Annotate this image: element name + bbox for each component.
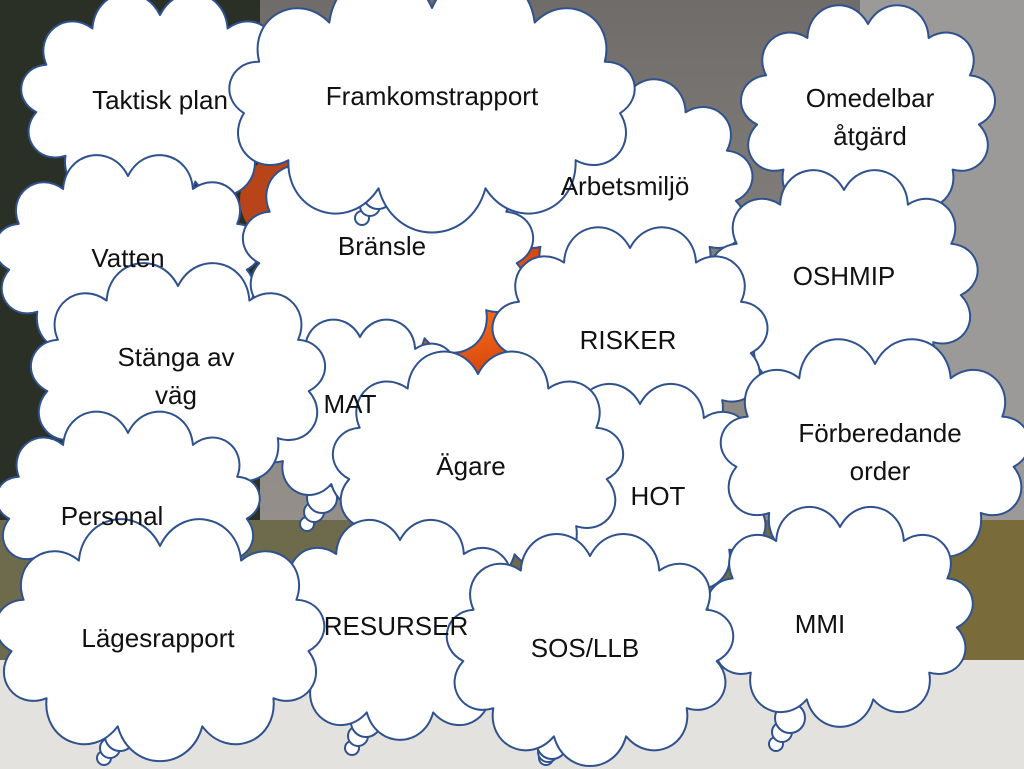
cloud-label-taktisk-plan: Taktisk plan	[92, 81, 228, 119]
cloud-label-line: Omedelbar	[805, 83, 935, 113]
cloud-label-personal: Personal	[61, 497, 164, 535]
cloud-label-mmi: MMI	[795, 605, 846, 643]
cloud-label-forberedande-order: Förberedande order	[798, 414, 961, 490]
cloud-label-stanga-av-vag: Stänga av väg	[117, 338, 234, 414]
cloud-label-omedelbar-atgard: Omedelbar åtgärd	[806, 79, 935, 155]
cloud-label-framkomstrapport: Framkomstrapport	[326, 77, 538, 115]
cloud-label-hot: HOT	[631, 477, 686, 515]
cloud-label-line: åtgärd	[833, 121, 907, 151]
cloud-label-sos-llb: SOS/LLB	[531, 629, 639, 667]
cloud-label-lagesrapport: Lägesrapport	[81, 619, 234, 657]
cloud-label-resurser: RESURSER	[324, 607, 468, 645]
cloud-label-line: Lägesrapport	[81, 623, 235, 653]
cloud-mmi	[706, 506, 974, 752]
cloud-shape	[228, 0, 636, 234]
cloud-label-line: SOS/LLB	[530, 633, 640, 663]
cloud-label-line: Arbetsmiljö	[560, 171, 690, 201]
cloud-label-arbetsmiljo: Arbetsmiljö	[561, 167, 690, 205]
cloud-label-agare: Ägare	[436, 447, 505, 485]
cloud-framkomstrapport	[228, 0, 636, 234]
cloud-label-oshmip: OSHMIP	[793, 257, 896, 295]
cloud-label-vatten: Vatten	[91, 239, 164, 277]
cloud-label-mat: MAT	[324, 385, 377, 423]
cloud-label-line: OSHMIP	[792, 261, 896, 291]
cloud-shape	[706, 506, 974, 728]
cloud-label-line: order	[849, 456, 911, 486]
cloud-label-line: Vatten	[91, 243, 165, 273]
cloud-label-bransle: Bränsle	[338, 227, 426, 265]
cloud-label-line: HOT	[630, 481, 686, 511]
cloud-lagesrapport	[0, 518, 326, 766]
cloud-label-line: Stänga av	[117, 342, 235, 372]
cloud-label-line: Förberedande	[798, 418, 962, 448]
cloud-label-line: väg	[155, 380, 197, 410]
cloud-label-line: MAT	[323, 389, 377, 419]
cloud-label-line: RESURSER	[323, 611, 469, 641]
cloud-sos-llb	[445, 533, 735, 767]
cloud-label-line: Bränsle	[337, 231, 427, 261]
cloud-shape	[445, 533, 735, 767]
cloud-label-line: Taktisk plan	[92, 85, 228, 115]
cloud-label-line: Personal	[60, 501, 164, 531]
cloud-label-line: Framkomstrapport	[325, 81, 539, 111]
cloud-label-line: RISKER	[579, 325, 677, 355]
cloud-shape	[0, 518, 326, 762]
cloud-label-risker: RISKER	[580, 321, 677, 359]
cloud-label-line: Ägare	[436, 451, 506, 481]
cloud-label-line: MMI	[794, 609, 846, 639]
